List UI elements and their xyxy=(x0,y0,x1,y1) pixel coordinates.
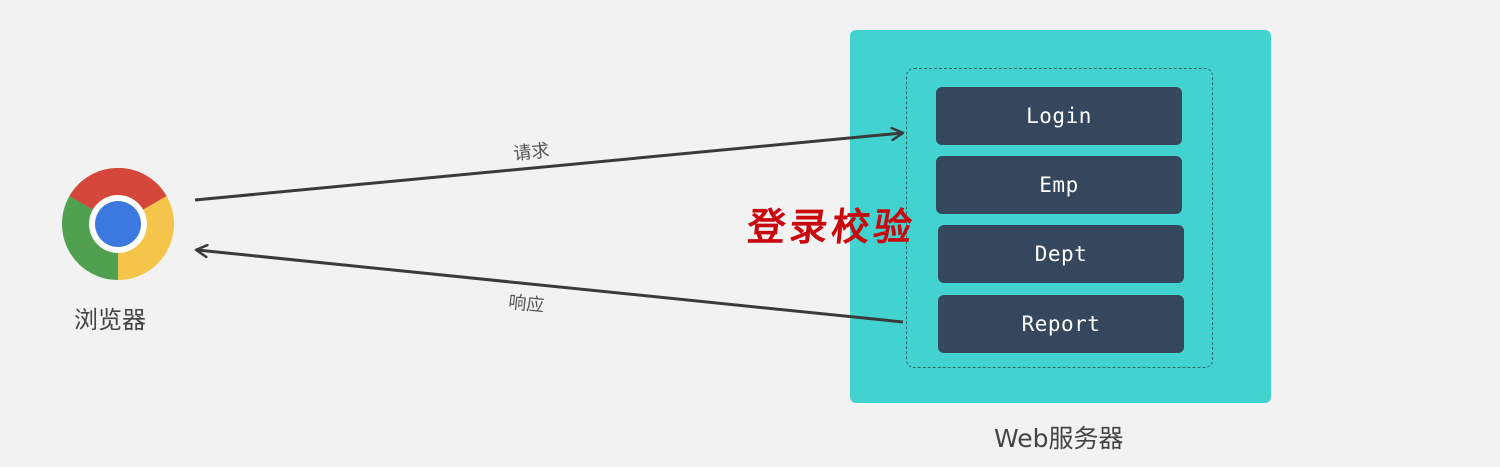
login-module[interactable]: Login xyxy=(936,87,1182,145)
chrome-browser-icon xyxy=(62,168,174,280)
dept-module[interactable]: Dept xyxy=(938,225,1184,283)
browser-label: 浏览器 xyxy=(74,306,146,334)
response-label: 响应 xyxy=(507,291,546,317)
module-group-boundary xyxy=(906,68,1213,368)
emp-module[interactable]: Emp xyxy=(936,156,1182,214)
response-arrow xyxy=(197,250,904,324)
report-module[interactable]: Report xyxy=(938,295,1184,353)
request-label: 请求 xyxy=(512,140,551,165)
web-server-label: Web服务器 xyxy=(994,424,1124,453)
login-check-label: 登录校验 xyxy=(745,204,919,249)
